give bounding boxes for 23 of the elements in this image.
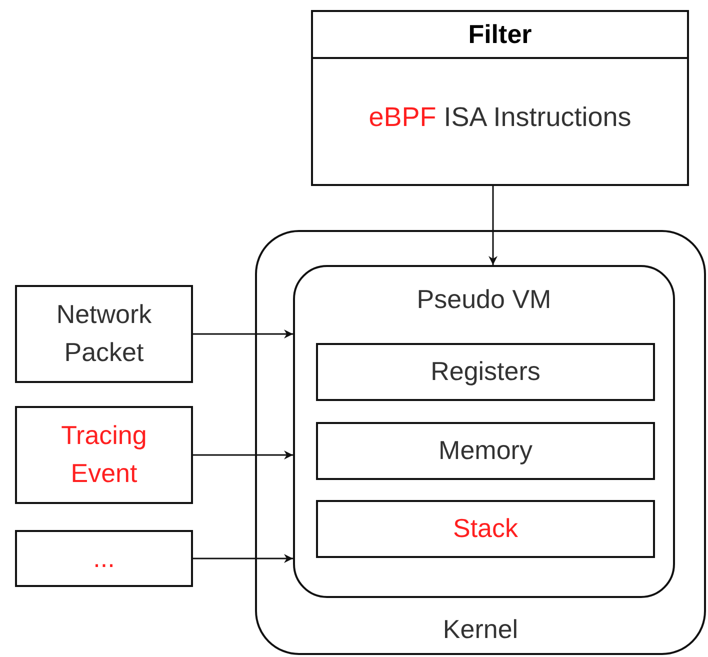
- arrow: [193, 554, 293, 563]
- box-text: eBPF ISA Instructions: [368, 101, 632, 134]
- input-box: [15, 406, 193, 504]
- filter-box: [311, 10, 689, 186]
- container-label: Kernel: [442, 613, 520, 646]
- box-heading: Filter: [313, 12, 687, 59]
- box-label: Memory: [438, 434, 532, 468]
- box-label: Tracing Event: [60, 419, 148, 490]
- arrow: [193, 330, 293, 338]
- box-label: Stack: [452, 512, 518, 546]
- kernel-container: [255, 230, 706, 655]
- component-box: [316, 500, 655, 558]
- box-label: Registers: [430, 355, 540, 388]
- box-label: ...: [93, 542, 115, 575]
- box-label: Network Packet: [55, 298, 153, 369]
- vm-container: [293, 265, 675, 598]
- arrow: [488, 186, 498, 265]
- input-box: [15, 530, 193, 587]
- arrow: [193, 450, 293, 460]
- component-box: [316, 422, 655, 480]
- container-label: Pseudo VM: [416, 283, 552, 316]
- component-box: [316, 343, 655, 401]
- input-box: [15, 285, 193, 383]
